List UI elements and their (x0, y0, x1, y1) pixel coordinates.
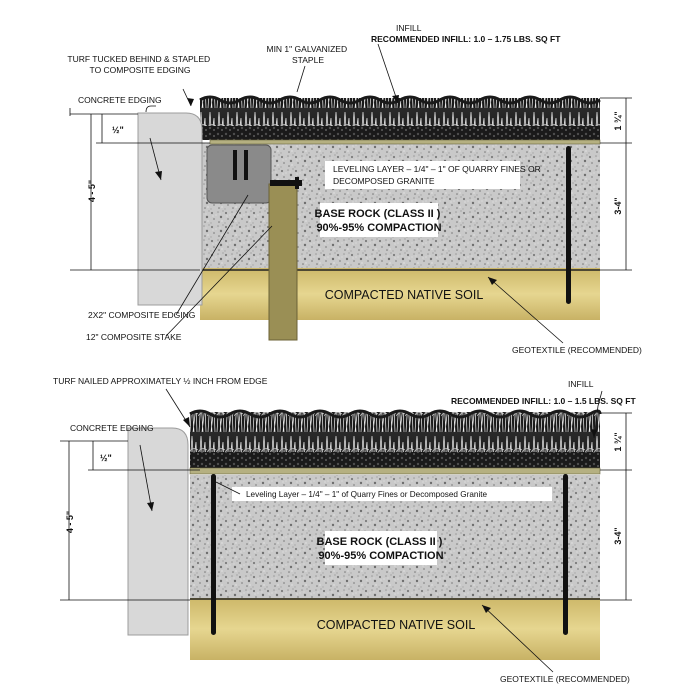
top-composite-stake-leader (165, 225, 273, 337)
bottom-infill-arrowhead (591, 429, 597, 438)
bottom-concrete-edging-arrowhead (147, 502, 154, 511)
top-section: LEVELING LAYER – 1/4" – 1" OF QUARRY FIN… (67, 23, 642, 355)
top-concrete-edging-leader (69, 105, 156, 116)
bottom-section: Leveling Layer – 1/4" – 1" of Quarry Fin… (53, 376, 636, 684)
bottom-leveling-leader (215, 481, 241, 495)
top-infill-leader (377, 43, 399, 104)
top-composite-stake (268, 183, 298, 341)
top-composite-edging-leader (175, 194, 249, 316)
top-native-soil-layer (200, 268, 600, 320)
top-infill-layer (200, 126, 600, 140)
bottom-turf-top-edge (189, 409, 602, 419)
top-concrete-edging (137, 112, 203, 306)
top-geotextile-arrowhead (488, 277, 497, 285)
top-geotextile-label: GEOTEXTILE (RECOMMENDED) (512, 345, 642, 355)
top-stake-screw (270, 180, 302, 186)
top-depth-label: 4 - 5" (87, 180, 97, 202)
top-composite-edging (206, 144, 272, 204)
bottom-depth-label: 4 - 5" (65, 511, 75, 533)
top-turf-tucked-label: TURF TUCKED BEHIND & STAPLED TO COMPOSIT… (67, 54, 212, 75)
top-geotextile-leader (487, 276, 564, 344)
bottom-leveling-label-box (232, 487, 552, 501)
bottom-concrete-edging-arrow (139, 444, 153, 512)
top-staple-label: MIN 1" GALVANIZED STAPLE (266, 44, 349, 65)
bottom-geotextile-arrowhead (482, 605, 491, 613)
top-base-depth-label: 3-4" (613, 197, 623, 214)
bottom-turf-nailed-label: TURF NAILED APPROXIMATELY ½ INCH FROM ED… (53, 376, 268, 386)
top-staple-right-leg (244, 150, 248, 180)
top-infill-arrowhead (392, 95, 399, 103)
bottom-right-nail (563, 474, 568, 635)
bottom-base-rock-label-box (325, 531, 437, 565)
top-half-inch-label: ½" (112, 125, 124, 135)
bottom-turf-height-label: 1 ¾" (613, 432, 623, 451)
bottom-leveling-label: Leveling Layer – 1/4" – 1" of Quarry Fin… (246, 490, 488, 499)
top-composite-edging-label: 2X2" COMPOSITE EDGING (88, 310, 195, 320)
bottom-turf-layer (190, 412, 600, 456)
bottom-base-rock-label: BASE ROCK (CLASS II ) 90%-95% COMPACTION (317, 536, 446, 562)
top-staple-left-leg (233, 150, 237, 180)
bottom-half-inch-label: ½" (100, 453, 112, 463)
bottom-concrete-edging-label: CONCRETE EDGING (70, 423, 154, 433)
top-concrete-edging-label: CONCRETE EDGING (78, 95, 162, 105)
bottom-geotextile-label: GEOTEXTILE (RECOMMENDED) (500, 674, 630, 684)
top-leveling-label-box (325, 161, 520, 189)
top-leveling-label: LEVELING LAYER – 1/4" – 1" OF QUARRY FIN… (333, 164, 543, 186)
top-concrete-edging-arrowhead (155, 171, 162, 180)
top-native-soil-label: COMPACTED NATIVE SOIL (325, 288, 484, 302)
bottom-geotextile-leader (481, 604, 554, 673)
top-turf-height-label: 1 ¾" (613, 111, 623, 130)
top-turf-tucked-arrowhead (187, 98, 194, 106)
top-composite-stake-label: 12" COMPOSITE STAKE (86, 332, 182, 342)
bottom-infill-label: INFILL (568, 379, 594, 389)
top-turf-backing (209, 139, 601, 145)
bottom-native-soil-label: COMPACTED NATIVE SOIL (317, 618, 476, 632)
bottom-infill-layer (190, 452, 600, 468)
top-infill-label: INFILL (396, 23, 422, 33)
bottom-native-soil-layer (190, 598, 600, 660)
bottom-concrete-edging (127, 427, 189, 636)
bottom-base-depth-label: 3-4" (613, 527, 623, 544)
top-stake-screw-head (295, 177, 299, 189)
top-base-rock-label-box (320, 203, 438, 237)
top-base-rock-label: BASE ROCK (CLASS II ) 90%-95% COMPACTION (315, 208, 444, 234)
top-turf-top-edge (199, 95, 601, 105)
top-staple-leader (296, 65, 306, 93)
bottom-turf-backing (189, 467, 601, 475)
bottom-infill-recommended-label: RECOMMENDED INFILL: 1.0 – 1.5 LBS. SQ FT (451, 396, 636, 406)
top-infill-recommended-label: RECOMMENDED INFILL: 1.0 – 1.75 LBS. SQ F… (371, 34, 561, 44)
bottom-turf-nailed-arrowhead (183, 417, 190, 427)
top-right-nail (566, 146, 571, 304)
bottom-left-nail (211, 474, 216, 635)
bottom-infill-leader (593, 390, 603, 439)
